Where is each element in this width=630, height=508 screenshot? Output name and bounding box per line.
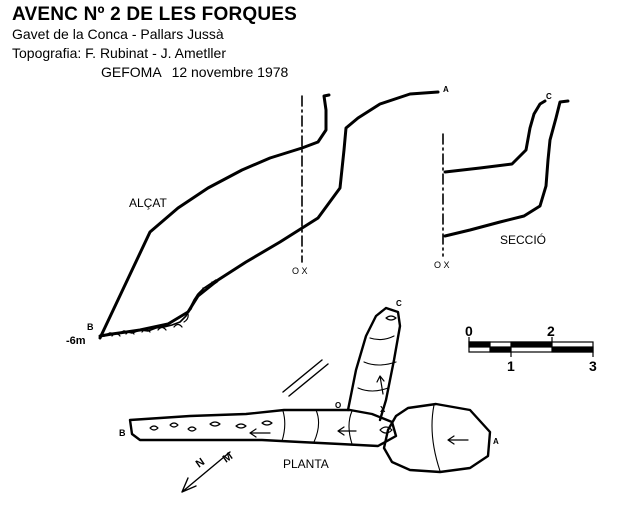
elevation-depth-label: -6m (66, 335, 86, 347)
surveyors-line: Topografia: F. Rubinat - J. Ametller (12, 45, 226, 61)
elevation-lower-wall (98, 93, 331, 340)
elevation-point-b: B (87, 322, 94, 332)
plan-view (128, 306, 492, 493)
scale-label-3: 3 (589, 358, 597, 374)
credit-line: GEFOMA 12 novembre 1978 (101, 64, 294, 80)
elevation-ox-label: O X (292, 266, 308, 276)
scale-label-0: 0 (465, 323, 473, 339)
elevation-block-outlines (111, 278, 220, 337)
plan-label: PLANTA (283, 457, 329, 471)
section-outer-wall (443, 99, 570, 238)
plan-cross-lines (281, 335, 441, 472)
scale-label-2: 2 (547, 323, 555, 339)
section-label: SECCIÓ (500, 232, 546, 247)
plan-main-gallery (128, 408, 398, 448)
elevation-view (98, 90, 440, 340)
plan-side-branch (346, 306, 402, 422)
page-title: AVENC Nº 2 DE LES FORQUES (12, 4, 298, 25)
group-name: GEFOMA (101, 64, 162, 80)
plan-point-b: B (119, 428, 126, 438)
section-view (442, 99, 570, 257)
north-arrow-icon (181, 451, 231, 493)
elevation-label: ALÇAT (129, 196, 167, 210)
plan-floor-blocks (149, 315, 397, 434)
magnetic-label: M (221, 450, 235, 465)
plan-point-x: X (380, 405, 386, 414)
plan-end-chamber (382, 402, 492, 474)
scale-label-1: 1 (507, 358, 515, 374)
elevation-upper-wall (98, 90, 440, 338)
location-subtitle: Gavet de la Conca - Pallars Jussà (12, 26, 224, 42)
plan-entrance-hatch (282, 359, 329, 397)
plan-point-o: O (335, 401, 341, 410)
section-ox-label: O X (434, 260, 450, 270)
plan-slope-arrows (249, 375, 469, 445)
survey-date: 12 novembre 1978 (171, 64, 289, 80)
plan-point-a: A (493, 437, 499, 446)
elevation-point-a: A (443, 85, 449, 94)
section-inner-wall (443, 99, 547, 174)
plan-point-c: C (396, 299, 402, 308)
north-label: N (194, 456, 207, 470)
scale-bar (468, 337, 594, 357)
section-point-c: C (546, 92, 552, 101)
elevation-floor-blocks (103, 279, 217, 337)
